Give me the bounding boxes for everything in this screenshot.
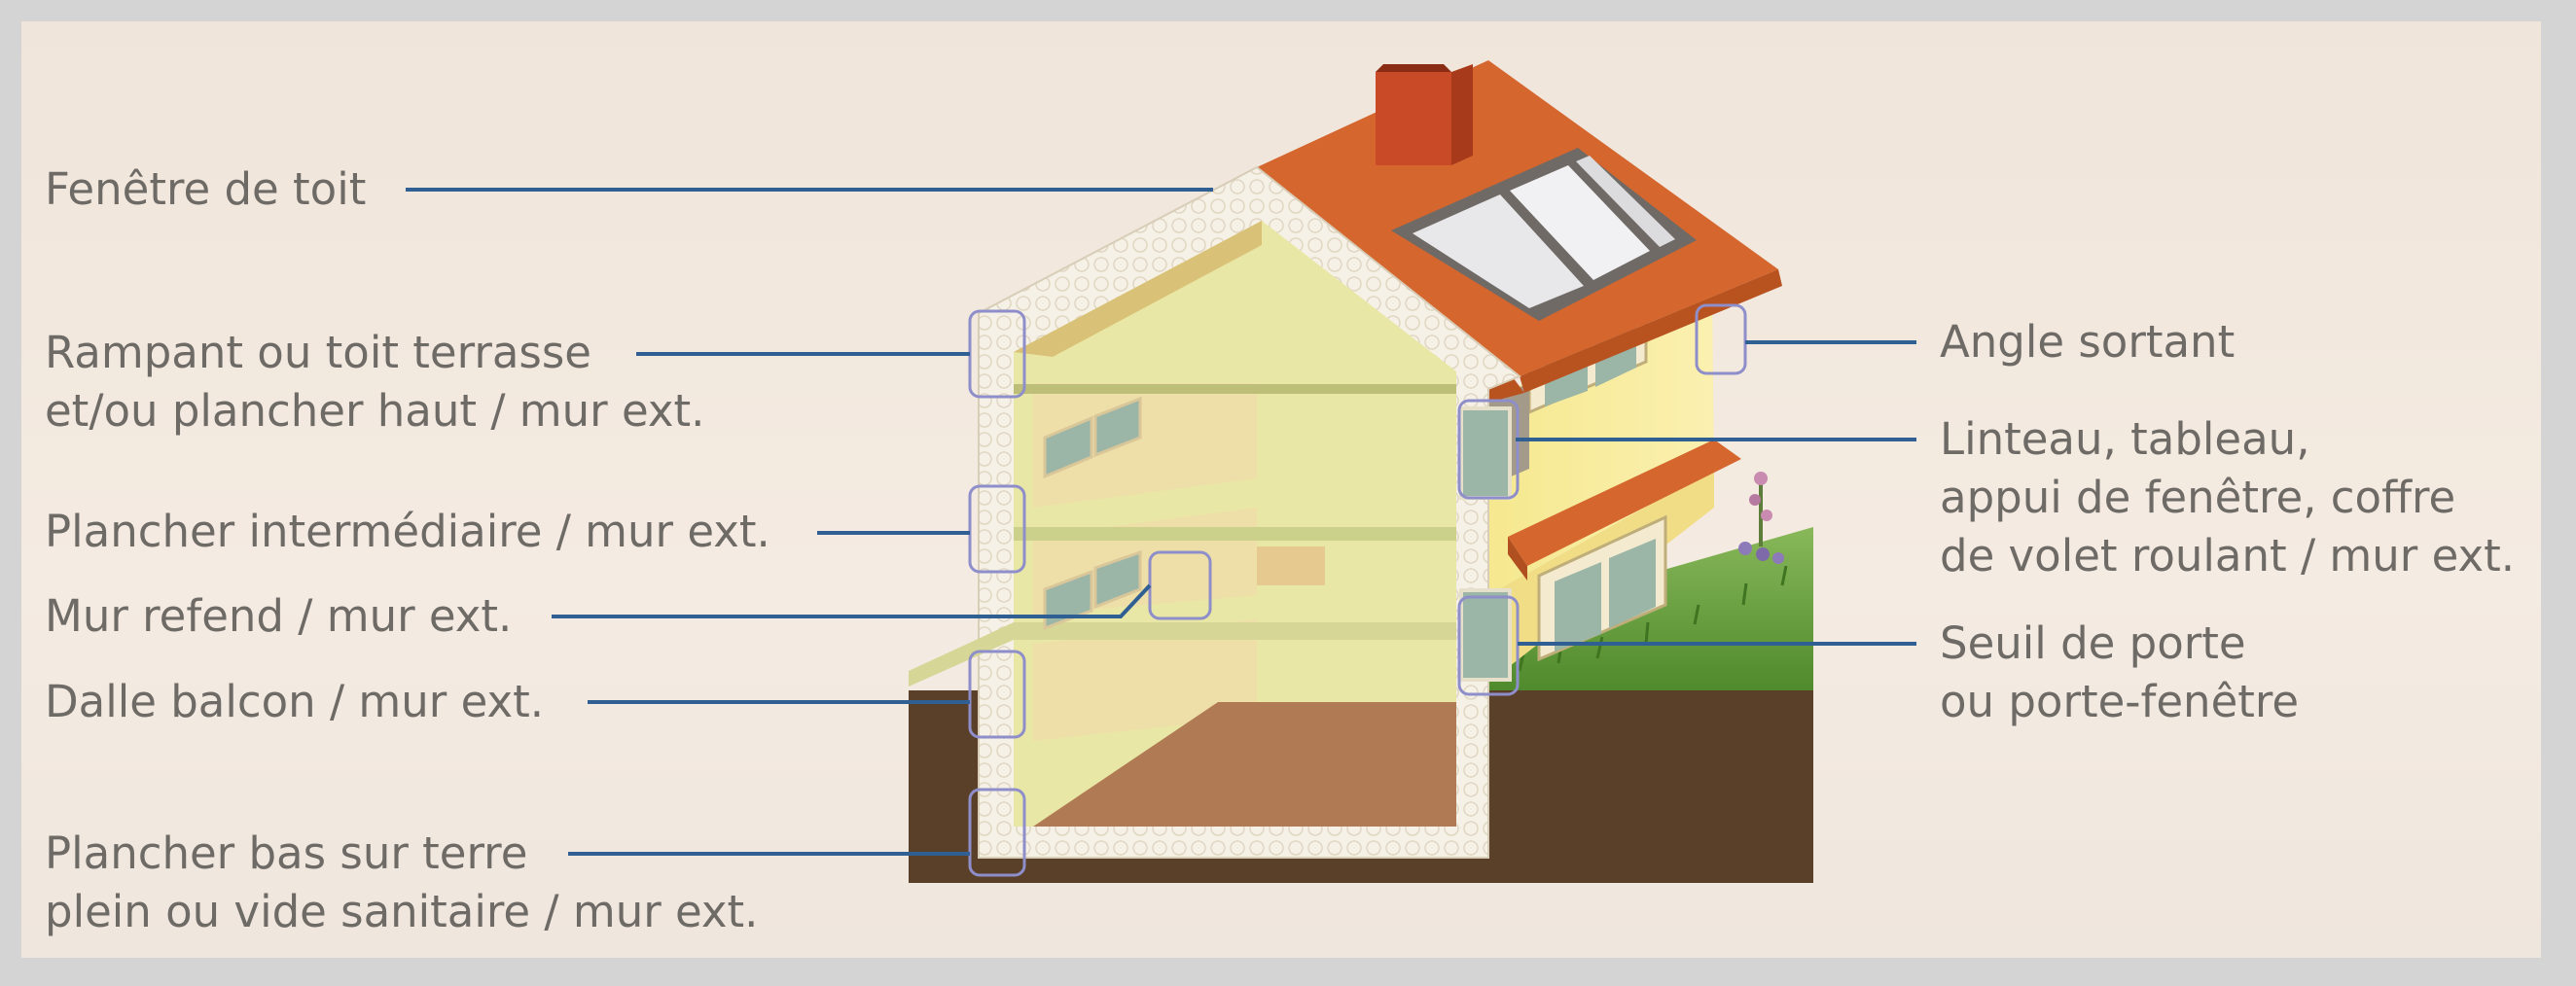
label-door-sill-line2: ou porte-fenêtre — [1940, 673, 2299, 731]
diagram-panel: Fenêtre de toit Rampant ou toit terrasse… — [21, 21, 2541, 958]
label-intermediate-floor: Plancher intermédiaire / mur ext. — [45, 503, 770, 561]
label-balcony-slab: Dalle balcon / mur ext. — [45, 673, 544, 731]
label-door-sill-line1: Seuil de porte — [1940, 615, 2246, 673]
chimney — [1376, 64, 1473, 165]
label-rampant-line1: Rampant ou toit terrasse — [45, 324, 591, 382]
label-roof-window: Fenêtre de toit — [45, 160, 366, 219]
label-outer-corner: Angle sortant — [1940, 313, 2235, 371]
label-lintel-line2: appui de fenêtre, coffre — [1940, 469, 2455, 527]
label-lintel-line1: Linteau, tableau, — [1940, 410, 2310, 469]
label-lintel-line3: de volet roulant / mur ext. — [1940, 527, 2515, 585]
label-ground-floor-line2: plein ou vide sanitaire / mur ext. — [45, 883, 759, 941]
label-ground-floor-line1: Plancher bas sur terre — [45, 825, 527, 883]
label-partition-wall: Mur refend / mur ext. — [45, 587, 512, 646]
label-rampant-line2: et/ou plancher haut / mur ext. — [45, 382, 704, 440]
